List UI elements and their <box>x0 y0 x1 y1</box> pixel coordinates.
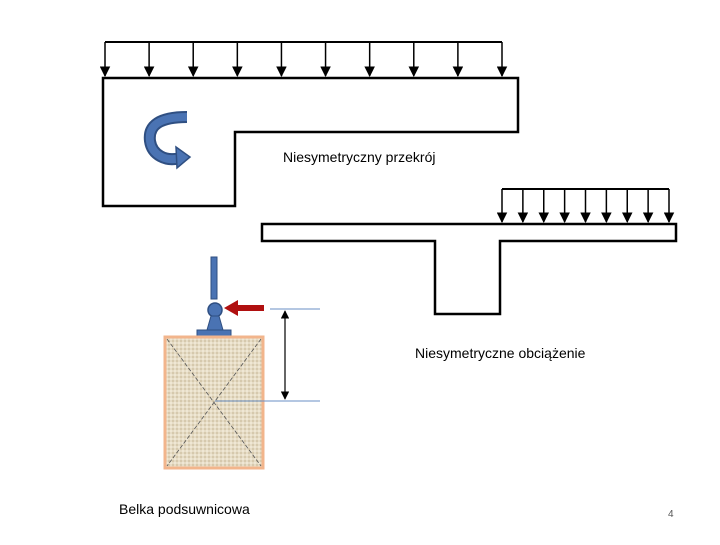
horizontal-force-arrow <box>224 300 264 316</box>
crane-beam-column <box>163 335 265 470</box>
torsion-arrow-icon <box>143 111 192 170</box>
asymmetric-section-outline <box>101 76 520 208</box>
crane-rail-icon <box>196 302 232 338</box>
right-distributed-load <box>496 188 675 224</box>
top-distributed-load <box>99 41 508 78</box>
symmetric-section-outline <box>260 222 678 316</box>
crane-beam-label: Belka podsuwnicowa <box>119 501 250 517</box>
page-number: 4 <box>668 509 674 520</box>
asymmetric-section-label: Niesymetryczny przekrój <box>283 149 436 165</box>
eccentricity-dimension <box>215 308 320 402</box>
vertical-force-arrow <box>210 256 218 300</box>
asymmetric-load-label: Niesymetryczne obciążenie <box>415 345 586 361</box>
